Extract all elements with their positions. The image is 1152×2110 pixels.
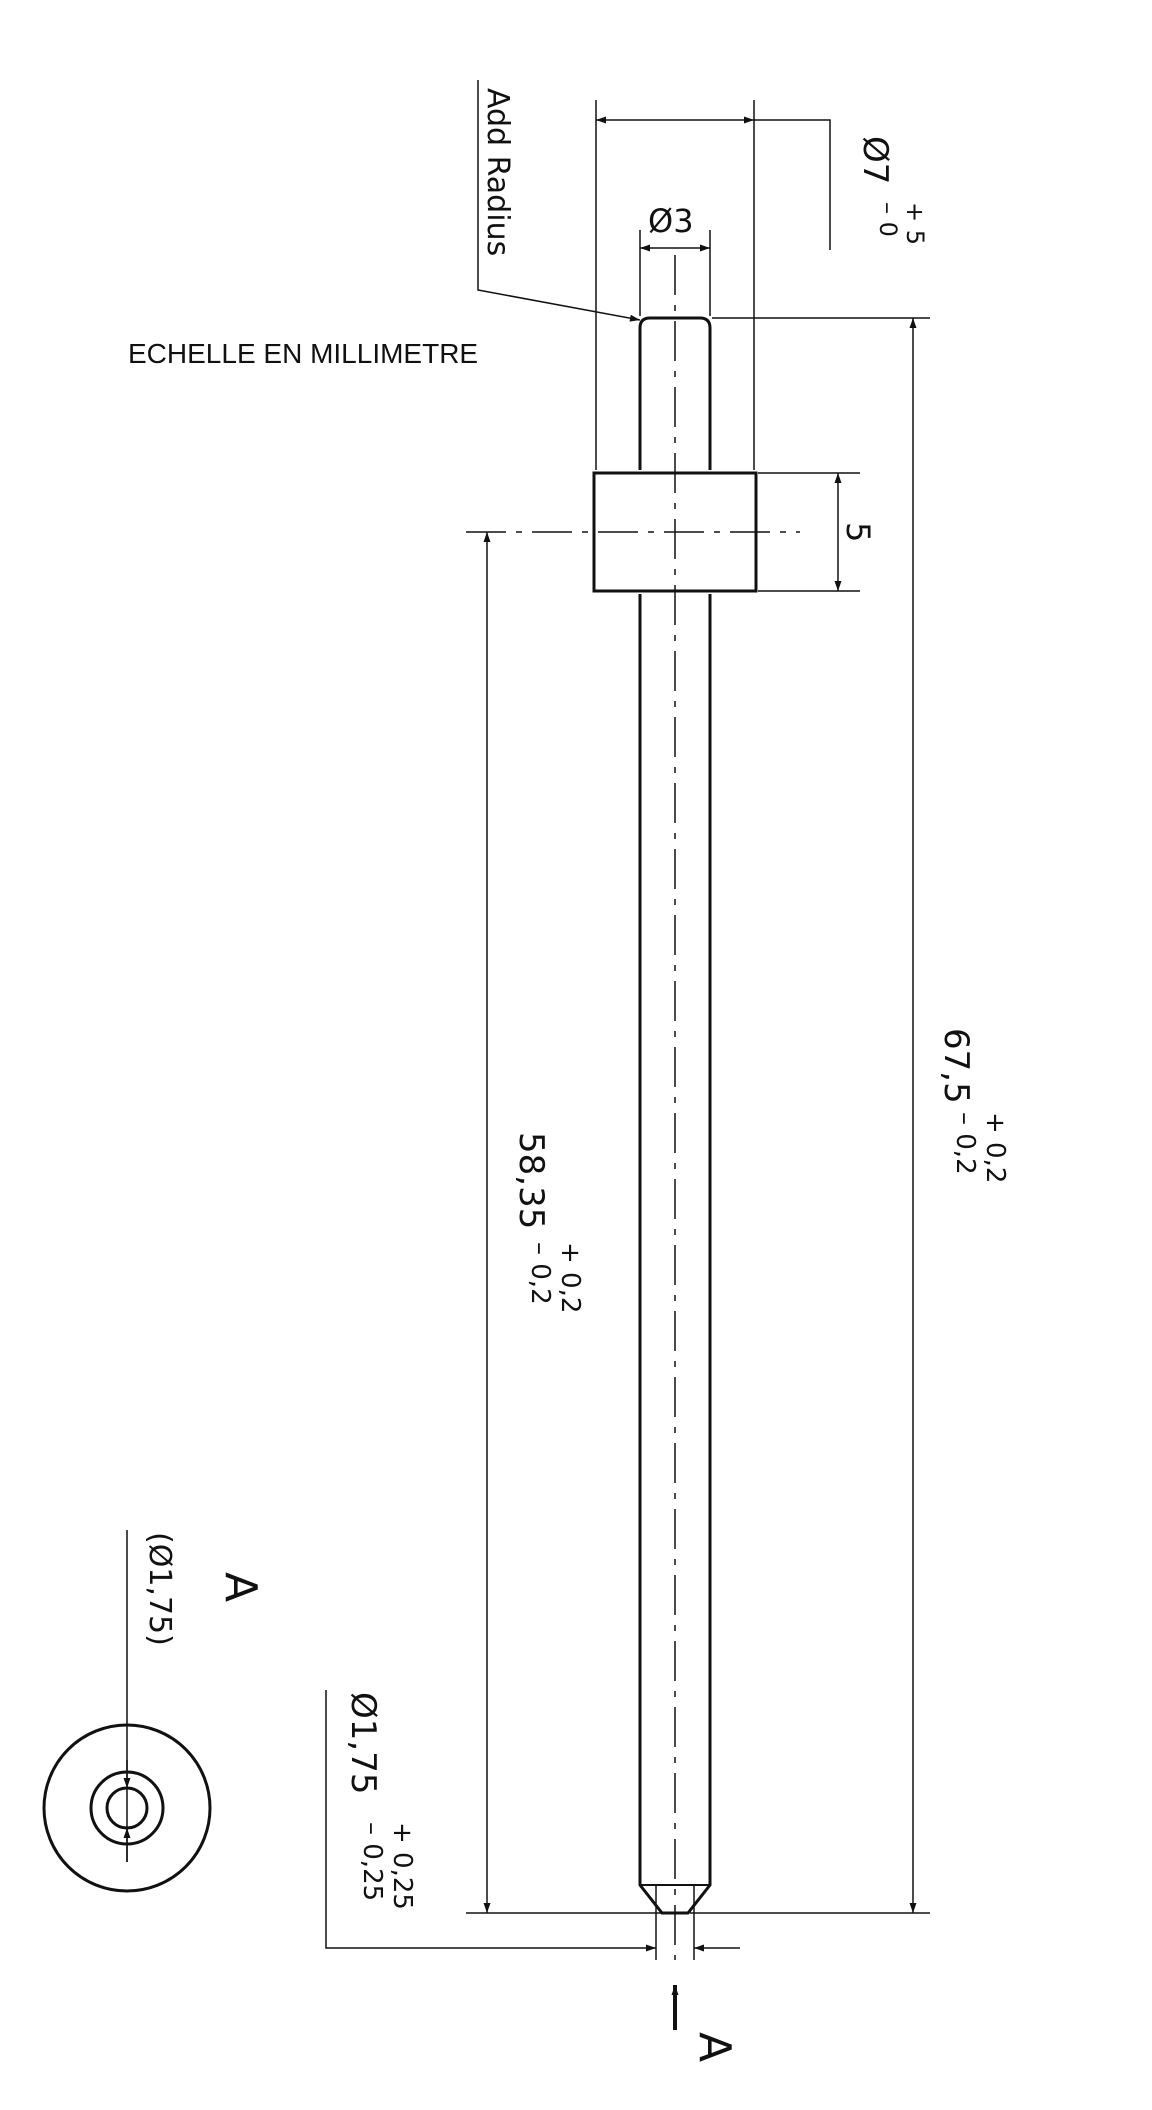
dim175-main: Ø1,75 <box>343 1692 383 1794</box>
dim67-lower: – 0,2 <box>950 1112 980 1175</box>
dim67-main: 67,5 <box>936 1028 976 1104</box>
scale-note: ECHELLE EN MILLIMETRE <box>128 338 479 369</box>
dim7-upper: + 5 <box>901 202 929 245</box>
dim3-main: Ø3 <box>648 202 694 240</box>
section-dim-label: (Ø1,75) <box>142 1532 177 1646</box>
center-lines <box>466 255 800 1960</box>
section-label-top: A <box>215 1572 266 1602</box>
dimension-lines <box>325 80 930 2030</box>
dim67-upper: + 0,2 <box>980 1112 1010 1183</box>
dim175-lower: – 0,25 <box>357 1822 387 1901</box>
dim58-main: 58,35 <box>511 1132 551 1229</box>
dim175-upper: + 0,25 <box>387 1822 417 1910</box>
dim58-lower: – 0,2 <box>525 1242 555 1305</box>
dim7-main: Ø7 <box>855 136 895 184</box>
dim175-leader <box>325 1690 606 1949</box>
section-label-bottom: A <box>689 2032 740 2062</box>
dim7-lower: – 0 <box>874 202 902 237</box>
dim7-leader <box>754 119 831 250</box>
dimension-texts: Add Radius Ø7 + 5 – 0 Ø3 5 67,5 + 0,2 – … <box>142 88 1010 2062</box>
upper-tip-outline <box>638 316 712 470</box>
dim58-upper: + 0,2 <box>555 1242 585 1313</box>
add-radius-leader <box>477 80 641 322</box>
section-view-a <box>42 1530 212 1893</box>
dim5-main: 5 <box>839 522 877 542</box>
add-radius-label: Add Radius <box>480 88 515 256</box>
